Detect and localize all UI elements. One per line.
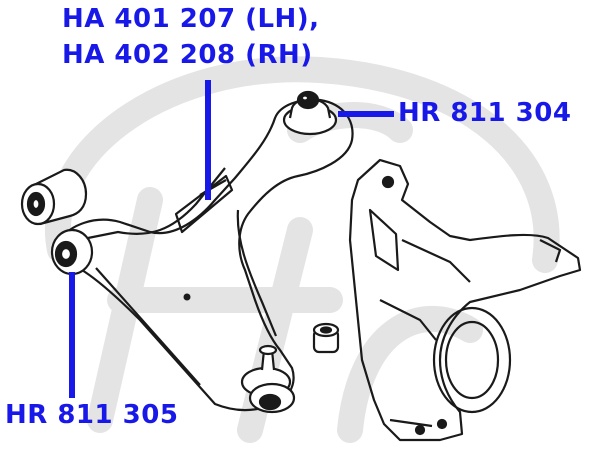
label-front-bushing: HR 811 305 bbox=[5, 400, 179, 430]
upper-ball-joint bbox=[282, 90, 338, 136]
lower-ball-joint bbox=[240, 344, 296, 414]
label-arm-lh: HA 401 207 (LH), bbox=[62, 4, 320, 34]
arm-hole-marker bbox=[183, 293, 191, 301]
leader-lines bbox=[69, 80, 394, 398]
steering-knuckle bbox=[348, 158, 582, 442]
rear-bushing bbox=[20, 168, 88, 226]
label-upper-ball-joint: HR 811 304 bbox=[398, 98, 572, 128]
label-arm-rh: HA 402 208 (RH) bbox=[62, 40, 313, 70]
small-bushing bbox=[312, 322, 340, 354]
front-bushing-on-arm bbox=[50, 228, 94, 276]
